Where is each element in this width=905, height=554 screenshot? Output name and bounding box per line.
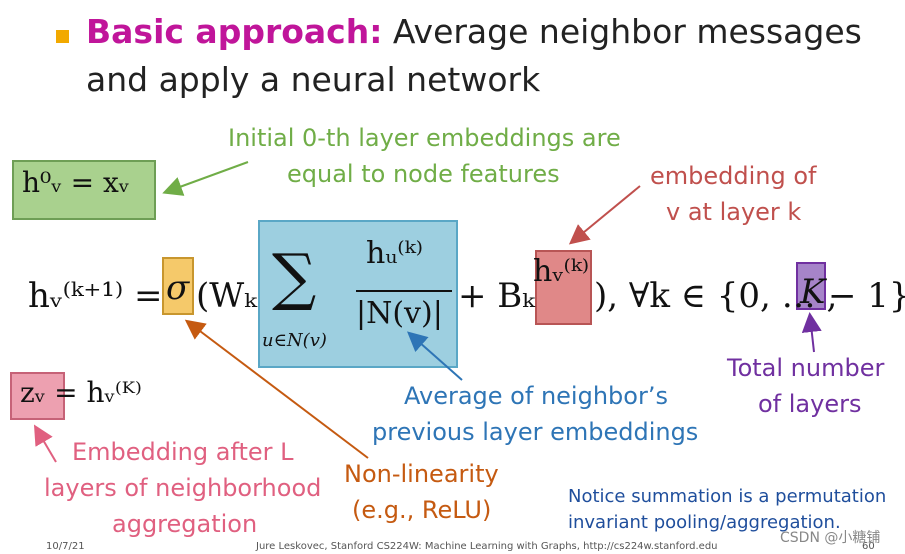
equation-sum-symbol: ∑ (272, 240, 317, 313)
annotation-initial-line2: equal to node features (287, 160, 560, 188)
annotation-notice-line1: Notice summation is a permutation (568, 486, 887, 507)
K-highlight-box (796, 262, 826, 310)
annotation-notice-line2: invariant pooling/aggregation. (568, 512, 841, 533)
bullet-square-icon (56, 30, 69, 43)
arrow-average (407, 331, 463, 381)
equation-K: K (800, 272, 826, 312)
annotation-embedding-line1: embedding of (650, 162, 817, 190)
annotation-after-line2: layers of neighborhood (44, 474, 322, 502)
equation-hk: hᵥ⁽ᵏ⁾ (533, 254, 590, 289)
footer-date: 10/7/21 (46, 541, 85, 552)
sigma-highlight-box (162, 257, 194, 315)
arrow-initial (162, 161, 249, 196)
equation-lhs: hᵥ⁽ᵏ⁺¹⁾ = (28, 276, 163, 316)
equation-plus-bk: + Bₖ (458, 276, 535, 316)
hk-highlight-box (535, 250, 592, 325)
arrow-after (33, 424, 57, 463)
annotation-average-line1: Average of neighbor’s (404, 382, 668, 410)
equation-h0: h⁰ᵥ = xᵥ (22, 166, 130, 199)
annotation-total-line2: of layers (758, 390, 862, 418)
fraction-bar (356, 290, 452, 292)
equation-forall: ), ∀k ∈ {0, … , (594, 276, 838, 316)
footer-credit: Jure Leskovec, Stanford CS224W: Machine … (256, 541, 718, 552)
z-highlight-box (10, 372, 65, 420)
bullet-bold-label: Basic approach: (86, 12, 383, 51)
arrow-nonlinearity (184, 319, 369, 459)
annotation-nonlinearity-line1: Non-linearity (344, 460, 499, 488)
bullet-text-line1: Basic approach: Average neighbor message… (86, 12, 862, 51)
annotation-nonlinearity-line2: (e.g., ReLU) (352, 496, 492, 524)
arrow-total (801, 312, 822, 353)
equation-sum-subscript: u∈N(v) (262, 330, 327, 351)
sum-highlight-box (258, 220, 458, 368)
equation-end: − 1} (828, 276, 905, 316)
annotation-after-line3: aggregation (112, 510, 258, 538)
bullet-text-line2: and apply a neural network (86, 60, 541, 99)
footer-page-number: 60 (862, 541, 875, 552)
watermark: CSDN @小糖铺 (780, 530, 881, 546)
equation-wk: (Wₖ (196, 276, 257, 316)
arrow-embedding (568, 185, 641, 245)
annotation-total-line1: Total number (727, 354, 885, 382)
annotation-embedding-line2: v at layer k (666, 198, 802, 226)
annotation-after-line1: Embedding after L (72, 438, 294, 466)
equation-sigma: σ (166, 268, 190, 308)
equation-z: zᵥ = hᵥ⁽ᴷ⁾ (20, 376, 142, 409)
annotation-average-line2: previous layer embeddings (372, 418, 699, 446)
bullet-rest: Average neighbor messages (382, 12, 862, 51)
h0-highlight-box (12, 160, 156, 220)
annotation-initial-line1: Initial 0-th layer embeddings are (228, 124, 621, 152)
equation-fraction-denominator: |N(v)| (356, 296, 443, 331)
equation-fraction-numerator: hᵤ⁽ᵏ⁾ (366, 236, 423, 271)
